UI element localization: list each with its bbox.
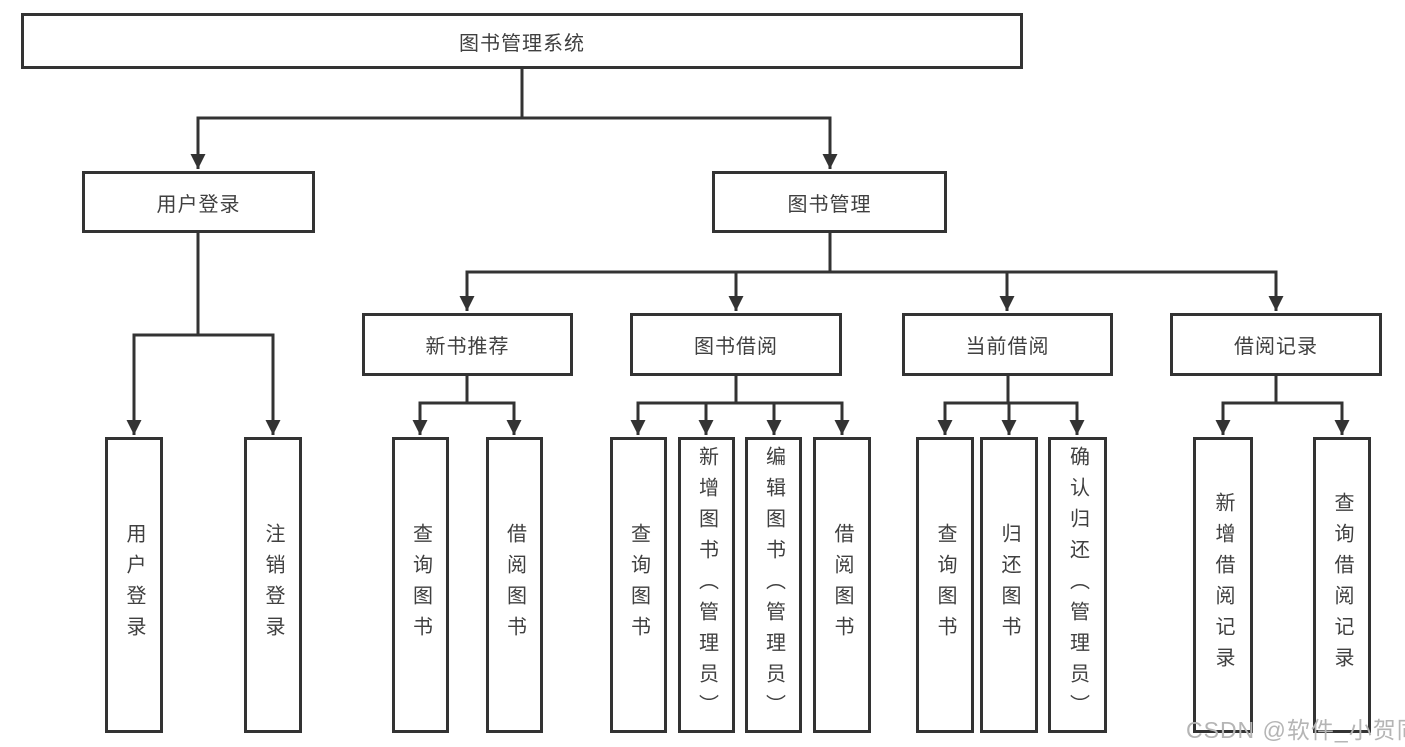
leaf-confirm-return-admin-label: 确认归还（管理员） xyxy=(1066,445,1089,725)
node-current-borrow-label: 当前借阅 xyxy=(965,336,1050,358)
leaf-return-book: 归还图书 xyxy=(980,437,1038,733)
leaf-logout: 注销登录 xyxy=(244,437,302,733)
node-library-system: 图书管理系统 xyxy=(21,13,1023,69)
leaf-add-borrow-record-label: 新增借阅记录 xyxy=(1212,492,1234,678)
leaf-add-book-admin-label: 新增图书（管理员） xyxy=(695,445,718,725)
leaf-query-borrow-record: 查询借阅记录 xyxy=(1313,437,1371,733)
leaf-query-books-2: 查询图书 xyxy=(610,437,667,733)
node-borrow-records-label: 借阅记录 xyxy=(1234,336,1318,358)
node-new-book-recommend-label: 新书推荐 xyxy=(425,336,510,358)
leaf-borrow-books-2: 借阅图书 xyxy=(813,437,871,733)
leaf-edit-book-admin-label: 编辑图书（管理员） xyxy=(762,445,785,725)
leaf-query-books-1-label: 查询图书 xyxy=(409,523,432,647)
node-book-management-label: 图书管理 xyxy=(787,193,872,216)
leaf-borrow-books-1: 借阅图书 xyxy=(486,437,543,733)
leaf-query-borrow-record-label: 查询借阅记录 xyxy=(1331,492,1353,678)
leaf-borrow-books-2-label: 借阅图书 xyxy=(831,523,853,647)
watermark: CSDN @软件_小贺同学 xyxy=(1186,717,1405,743)
leaf-edit-book-admin: 编辑图书（管理员） xyxy=(745,437,802,733)
node-book-management: 图书管理 xyxy=(712,171,947,233)
leaf-confirm-return-admin: 确认归还（管理员） xyxy=(1048,437,1107,733)
node-book-borrow-label: 图书借阅 xyxy=(694,336,778,358)
leaf-add-book-admin: 新增图书（管理员） xyxy=(678,437,735,733)
leaf-add-borrow-record: 新增借阅记录 xyxy=(1193,437,1253,733)
leaf-query-books-1: 查询图书 xyxy=(392,437,449,733)
leaf-return-book-label: 归还图书 xyxy=(998,523,1020,647)
node-current-borrow: 当前借阅 xyxy=(902,313,1113,376)
leaf-user-login-label: 用户登录 xyxy=(123,523,145,647)
node-library-system-label: 图书管理系统 xyxy=(459,32,585,55)
node-user-login-label: 用户登录 xyxy=(156,193,241,216)
leaf-query-books-3-label: 查询图书 xyxy=(934,523,956,647)
leaf-query-books-3: 查询图书 xyxy=(916,437,974,733)
leaf-query-books-2-label: 查询图书 xyxy=(627,523,650,647)
node-book-borrow: 图书借阅 xyxy=(630,313,842,376)
node-new-book-recommend: 新书推荐 xyxy=(362,313,573,376)
leaf-borrow-books-1-label: 借阅图书 xyxy=(503,523,526,647)
leaf-logout-label: 注销登录 xyxy=(262,523,284,647)
node-user-login: 用户登录 xyxy=(82,171,315,233)
node-borrow-records: 借阅记录 xyxy=(1170,313,1382,376)
leaf-user-login: 用户登录 xyxy=(105,437,163,733)
